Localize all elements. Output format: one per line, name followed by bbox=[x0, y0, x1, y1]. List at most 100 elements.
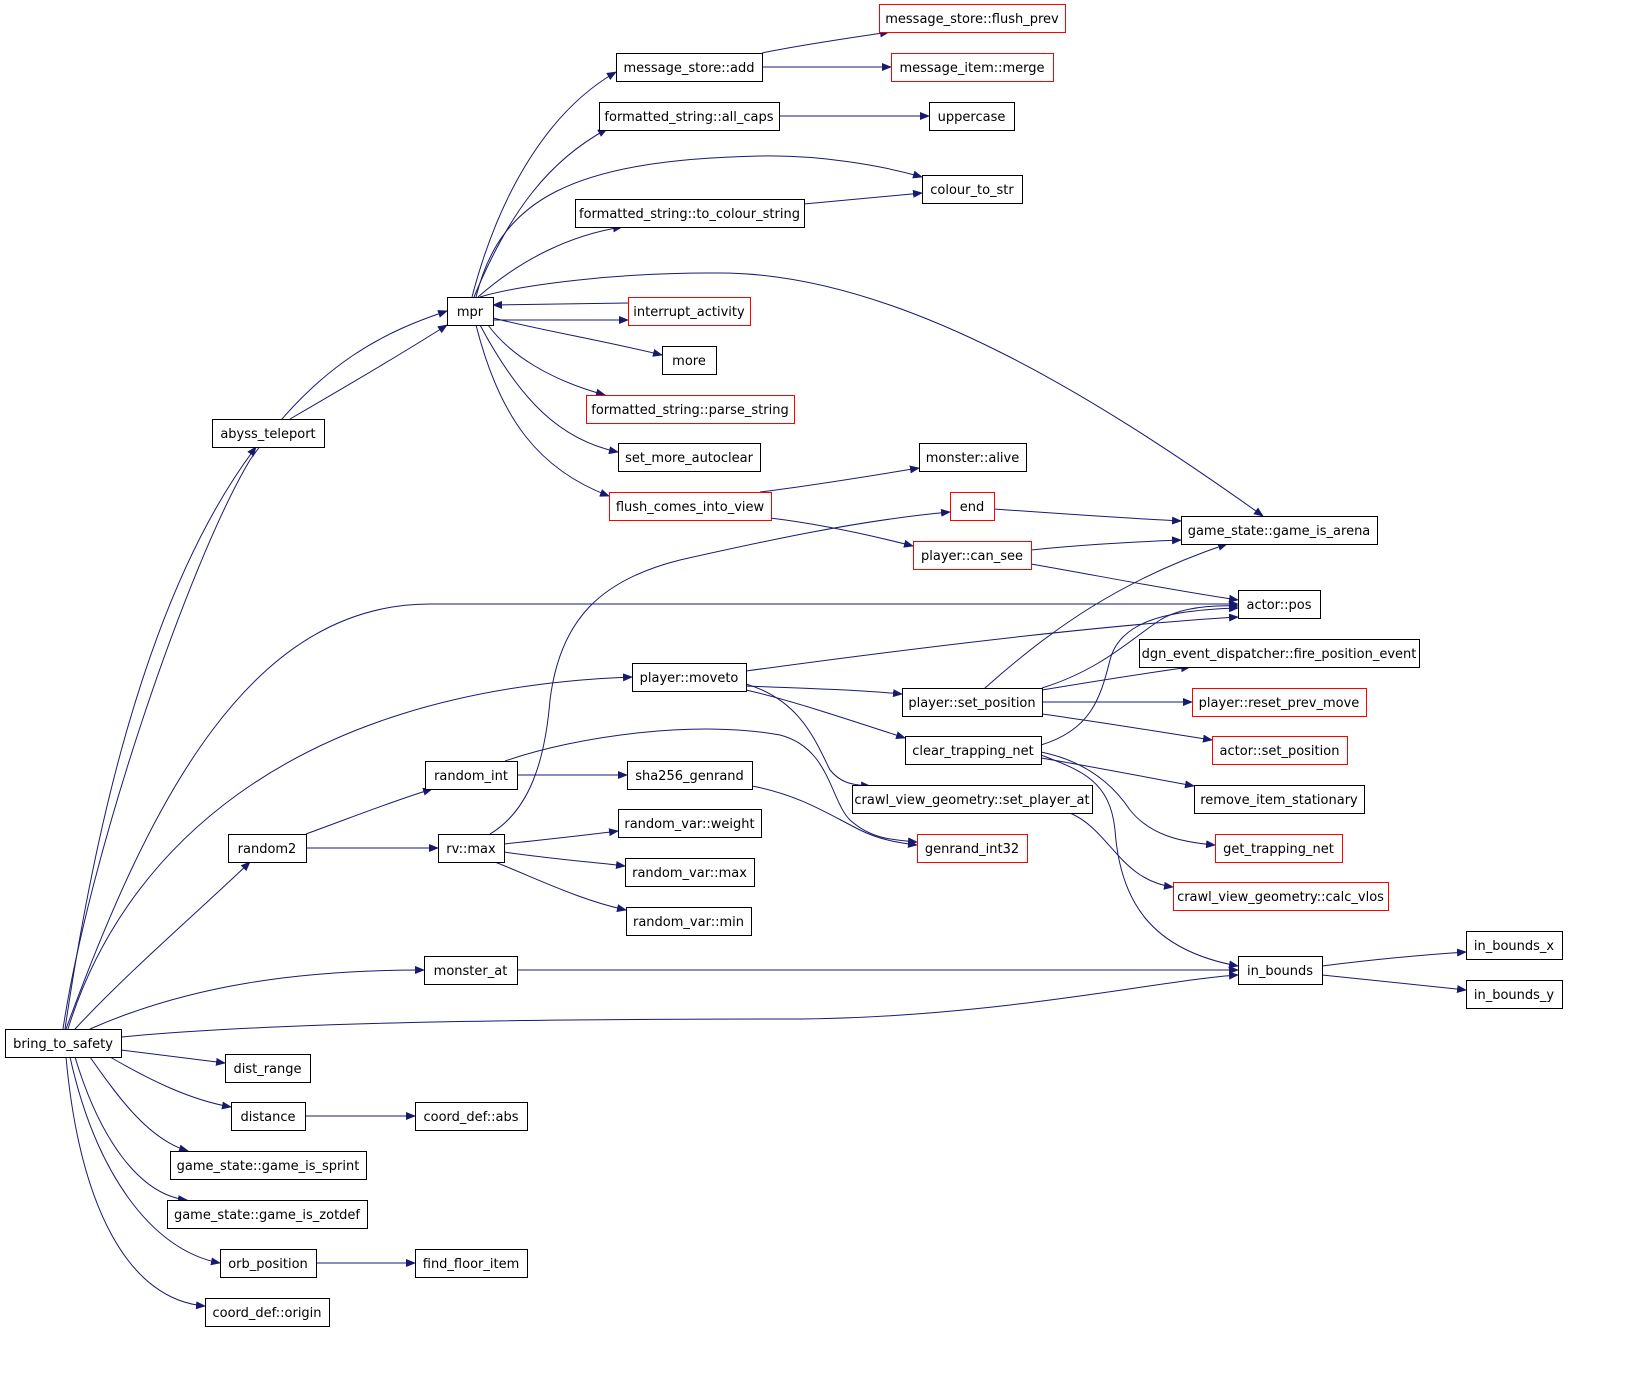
node-box bbox=[929, 102, 1015, 131]
node-box bbox=[438, 834, 505, 863]
edge-bring-to-safety-to-mpr bbox=[62, 310, 448, 1030]
node-message-item-merge[interactable]: message_item::merge bbox=[891, 53, 1054, 82]
node-label: genrand_int32 bbox=[925, 842, 1019, 857]
node-in-bounds-x[interactable]: in_bounds_x bbox=[1466, 931, 1563, 960]
node-box bbox=[950, 492, 995, 521]
node-monster-alive[interactable]: monster::alive bbox=[919, 443, 1027, 472]
edge-mpr-to-more bbox=[492, 317, 663, 357]
node-distance[interactable]: distance bbox=[231, 1102, 306, 1131]
node-label: crawl_view_geometry::set_player_at bbox=[854, 793, 1089, 808]
edge-clear-trapping-net-to-get-trapping-net bbox=[1040, 751, 1216, 849]
node-random-var-min[interactable]: random_var::min bbox=[626, 907, 752, 936]
node-crawl-view-geometry-calc-vlos[interactable]: crawl_view_geometry::calc_vlos bbox=[1173, 882, 1389, 911]
node-interrupt-activity[interactable]: interrupt_activity bbox=[628, 297, 751, 326]
edge-bring-to-safety-to-distance bbox=[109, 1056, 232, 1110]
node-box bbox=[852, 785, 1093, 814]
node-label: actor::set_position bbox=[1220, 744, 1340, 759]
node-sha256-genrand[interactable]: sha256_genrand bbox=[627, 761, 753, 790]
node-remove-item-stationary[interactable]: remove_item_stationary bbox=[1194, 785, 1365, 814]
node-label: uppercase bbox=[938, 110, 1006, 125]
node-label: random_int bbox=[434, 769, 508, 784]
node-more[interactable]: more bbox=[662, 346, 717, 375]
node-coord-def-origin[interactable]: coord_def::origin bbox=[205, 1298, 330, 1327]
edge-clear-trapping-net-to-actor-pos bbox=[1040, 604, 1239, 746]
node-label: game_state::game_is_zotdef bbox=[174, 1208, 360, 1223]
node-random-var-max[interactable]: random_var::max bbox=[625, 858, 755, 887]
edge-bring-to-safety-to-game-state-game-is-zotdef bbox=[74, 1056, 188, 1204]
node-colour-to-str[interactable]: colour_to_str bbox=[922, 175, 1023, 204]
node-box bbox=[917, 834, 1028, 863]
node-monster-at[interactable]: monster_at bbox=[424, 956, 518, 985]
node-random-var-weight[interactable]: random_var::weight bbox=[618, 809, 762, 838]
node-actor-pos[interactable]: actor::pos bbox=[1238, 590, 1321, 619]
node-player-reset-prev-move[interactable]: player::reset_prev_move bbox=[1192, 688, 1367, 717]
node-random-int[interactable]: random_int bbox=[425, 761, 518, 790]
node-label: formatted_string::all_caps bbox=[604, 110, 773, 125]
node-bring-to-safety[interactable]: bring_to_safety bbox=[5, 1029, 122, 1058]
node-label: mpr bbox=[457, 305, 484, 320]
node-formatted-string-to-colour-string[interactable]: formatted_string::to_colour_string bbox=[575, 199, 805, 228]
node-formatted-string-parse-string[interactable]: formatted_string::parse_string bbox=[586, 395, 795, 424]
node-label: message_store::add bbox=[623, 61, 754, 76]
node-player-can-see[interactable]: player::can_see bbox=[913, 541, 1032, 570]
node-message-store-add[interactable]: message_store::add bbox=[616, 53, 763, 82]
node-box bbox=[618, 809, 762, 838]
node-uppercase[interactable]: uppercase bbox=[929, 102, 1015, 131]
edge-clear-trapping-net-to-in-bounds bbox=[1040, 754, 1239, 969]
node-label: bring_to_safety bbox=[13, 1037, 113, 1052]
node-box bbox=[205, 1298, 330, 1327]
node-end[interactable]: end bbox=[950, 492, 995, 521]
node-label: message_store::flush_prev bbox=[885, 12, 1059, 27]
node-label: in_bounds_y bbox=[1474, 988, 1555, 1003]
node-box bbox=[1212, 736, 1348, 765]
node-mpr[interactable]: mpr bbox=[447, 297, 494, 326]
node-player-set-position[interactable]: player::set_position bbox=[902, 688, 1043, 717]
node-label: game_state::game_is_arena bbox=[1188, 524, 1371, 539]
edge-mpr-to-game-state-game-is-arena bbox=[479, 272, 1264, 517]
edge-rv-max-to-random-var-max bbox=[503, 851, 626, 869]
edge-rv-max-to-random-var-weight bbox=[503, 828, 619, 845]
node-box bbox=[627, 761, 753, 790]
node-crawl-view-geometry-set-player-at[interactable]: crawl_view_geometry::set_player_at bbox=[852, 785, 1093, 814]
node-player-moveto[interactable]: player::moveto bbox=[632, 663, 747, 692]
node-dist-range[interactable]: dist_range bbox=[225, 1054, 311, 1083]
node-label: crawl_view_geometry::calc_vlos bbox=[1177, 890, 1384, 905]
node-coord-def-abs[interactable]: coord_def::abs bbox=[415, 1102, 528, 1131]
node-find-floor-item[interactable]: find_floor_item bbox=[415, 1249, 528, 1278]
node-game-state-game-is-sprint[interactable]: game_state::game_is_sprint bbox=[170, 1151, 367, 1180]
node-box bbox=[1139, 639, 1420, 668]
node-get-trapping-net[interactable]: get_trapping_net bbox=[1215, 834, 1343, 863]
node-game-state-game-is-arena[interactable]: game_state::game_is_arena bbox=[1181, 516, 1378, 545]
node-label: game_state::game_is_sprint bbox=[177, 1159, 360, 1174]
node-box bbox=[632, 663, 747, 692]
node-box bbox=[662, 346, 717, 375]
node-in-bounds-y[interactable]: in_bounds_y bbox=[1466, 980, 1563, 1009]
node-abyss-teleport[interactable]: abyss_teleport bbox=[212, 419, 325, 448]
node-game-state-game-is-zotdef[interactable]: game_state::game_is_zotdef bbox=[167, 1200, 368, 1229]
node-box bbox=[225, 1054, 311, 1083]
node-box bbox=[626, 907, 752, 936]
node-box bbox=[228, 834, 307, 863]
node-rv-max[interactable]: rv::max bbox=[438, 834, 505, 863]
node-label: find_floor_item bbox=[423, 1257, 520, 1272]
edges-layer bbox=[62, 29, 1467, 1310]
node-label: player::reset_prev_move bbox=[1199, 696, 1360, 711]
node-genrand-int32[interactable]: genrand_int32 bbox=[917, 834, 1028, 863]
edge-flush-comes-into-view-to-player-can-see bbox=[769, 517, 914, 548]
node-dgn-event-dispatcher-fire-position-event[interactable]: dgn_event_dispatcher::fire_position_even… bbox=[1139, 639, 1420, 668]
node-box bbox=[1215, 834, 1343, 863]
node-flush-comes-into-view[interactable]: flush_comes_into_view bbox=[609, 492, 772, 521]
node-actor-set-position[interactable]: actor::set_position bbox=[1212, 736, 1348, 765]
edge-crawl-view-geometry-set-player-at-to-crawl-view-geometry-calc-vlos bbox=[1069, 812, 1174, 890]
node-random2[interactable]: random2 bbox=[228, 834, 307, 863]
node-formatted-string-all-caps[interactable]: formatted_string::all_caps bbox=[599, 102, 780, 131]
node-box bbox=[575, 199, 805, 228]
node-clear-trapping-net[interactable]: clear_trapping_net bbox=[905, 736, 1042, 765]
node-in-bounds[interactable]: in_bounds bbox=[1238, 956, 1323, 985]
node-message-store-flush-prev[interactable]: message_store::flush_prev bbox=[879, 4, 1066, 33]
node-box bbox=[5, 1029, 122, 1058]
node-box bbox=[212, 419, 325, 448]
node-set-more-autoclear[interactable]: set_more_autoclear bbox=[618, 443, 761, 472]
node-orb-position[interactable]: orb_position bbox=[220, 1249, 317, 1278]
node-label: monster_at bbox=[434, 964, 508, 979]
